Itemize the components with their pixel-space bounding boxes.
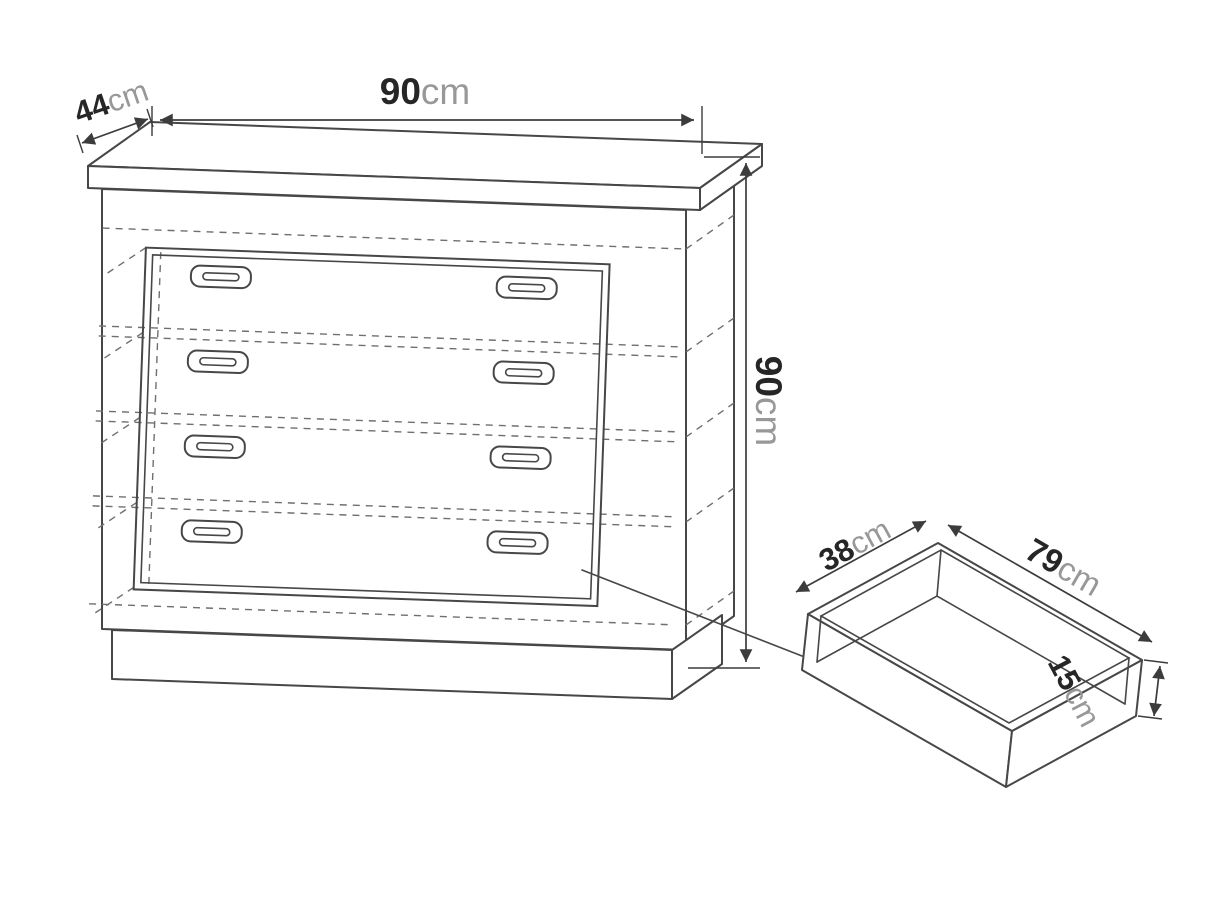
cabinet-side-panel [685,175,735,651]
dimension-cabinet-width: 90cm [151,71,703,154]
drawer-handle [183,434,246,459]
drawer-handle [486,530,549,555]
drawer-handle [489,445,552,470]
dimension-cabinet-height: 90cm [688,156,789,669]
cabinet-height-label: 90cm [748,356,789,446]
hidden-structure-lines-side [685,214,735,626]
drawer-handle [495,275,558,301]
drawer-handle [186,349,249,375]
drawer-handle [189,264,252,290]
cabinet-plinth-front [111,629,673,700]
cabinet-width-label: 90cm [380,71,470,112]
hidden-structure-lines [89,227,683,626]
cabinet-drawing [87,121,763,700]
drawer-handle [180,519,243,544]
drawer-box-drawing: 38cm 79cm 15cm [795,511,1169,788]
drawer-handle [492,360,555,386]
cabinet-top-front-edge [87,165,701,211]
drawer-stack [89,227,683,626]
drawer-front-frame-outer [132,246,611,608]
drawer-front-frame-inner [140,254,604,600]
drawer-depth-label: 38cm [813,511,896,578]
drawer-leader-line [581,569,803,657]
